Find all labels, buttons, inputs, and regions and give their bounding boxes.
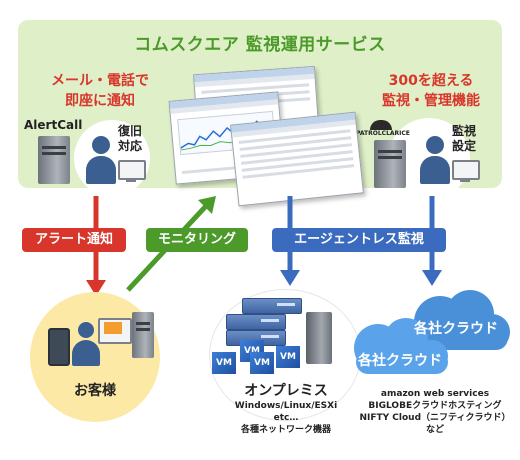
admin-person-body: [420, 156, 450, 184]
cloud-icon: [354, 290, 510, 374]
onpremise-title: オンプレミス: [244, 383, 328, 399]
settings-line1: 監視: [452, 124, 477, 138]
server-unit-icon: [226, 314, 286, 330]
features-heading-line2: 監視・管理機能: [382, 93, 480, 109]
operator-monitor-stand: [126, 178, 136, 182]
onpremise-line2: etc…: [273, 413, 299, 423]
admin-person-icon: [426, 136, 444, 154]
alert-notification-badge: アラート通知: [22, 228, 126, 252]
monitoring-badge: モニタリング: [146, 228, 248, 252]
cloud-providers: amazon web services BIGLOBEクラウドホスティング NI…: [350, 388, 520, 436]
cloud-provider-line2: BIGLOBEクラウドホスティング: [368, 401, 502, 411]
front-cloud-shape: [354, 318, 448, 374]
alert-heading-line2: 即座に通知: [65, 93, 135, 109]
settings-line2: 設定: [452, 139, 477, 153]
alert-heading-line1: メール・電話で: [51, 73, 149, 89]
operator-person-body: [86, 156, 116, 184]
vm-icon: VM: [276, 346, 300, 368]
cloud-provider-line1: amazon web services: [380, 389, 490, 399]
cloud-front-label: 各社クラウド: [358, 353, 442, 369]
alertcall-server-icon: [38, 136, 70, 184]
recovery-line2: 対応: [118, 139, 143, 153]
recovery-line1: 復旧: [118, 124, 143, 138]
cloud-provider-line3: NIFTY Cloud（ニフティクラウド）: [359, 413, 511, 423]
onpremise-details: Windows/Linux/ESXi etc… 各種ネットワーク機器: [196, 400, 376, 436]
server-unit-icon: [242, 298, 302, 314]
patrolclarice-server-icon: [374, 140, 406, 188]
tablet-icon: [48, 328, 70, 366]
recovery-label: 復旧 対応: [118, 124, 142, 154]
rack-server-icon: [306, 312, 332, 364]
alertcall-label: AlertCall: [24, 118, 83, 132]
cloud-provider-line4: など: [425, 425, 444, 435]
agentless-monitoring-badge: エージェントレス監視: [272, 228, 446, 252]
features-heading: 300を超える 監視・管理機能: [356, 70, 506, 110]
vm-icon: VM: [250, 352, 274, 374]
customer-label: お客様: [74, 383, 116, 399]
customer-person-body: [72, 340, 100, 366]
customer-pc-icon: [132, 312, 154, 358]
onpremise-line3: 各種ネットワーク機器: [240, 425, 331, 435]
patrolclarice-logo-text: PATROLCLARICE: [356, 130, 410, 137]
patrolclarice-logo: PATROLCLARICE: [356, 120, 416, 137]
page-title: コムスクエア 監視運用サービス: [134, 35, 386, 55]
patrolclarice-logo-mark: [370, 120, 392, 130]
onpremise-line1: Windows/Linux/ESXi: [234, 401, 338, 411]
vm-icon: VM: [212, 352, 236, 374]
customer-person-icon: [78, 322, 94, 338]
settings-label: 監視 設定: [452, 124, 476, 154]
mail-icon: [104, 322, 122, 334]
cloud-back-label: 各社クラウド: [414, 321, 498, 337]
features-heading-line1: 300を超える: [388, 73, 474, 89]
admin-monitor-stand: [460, 178, 470, 182]
alert-heading: メール・電話で 即座に通知: [30, 70, 170, 110]
operator-person-icon: [92, 136, 110, 154]
